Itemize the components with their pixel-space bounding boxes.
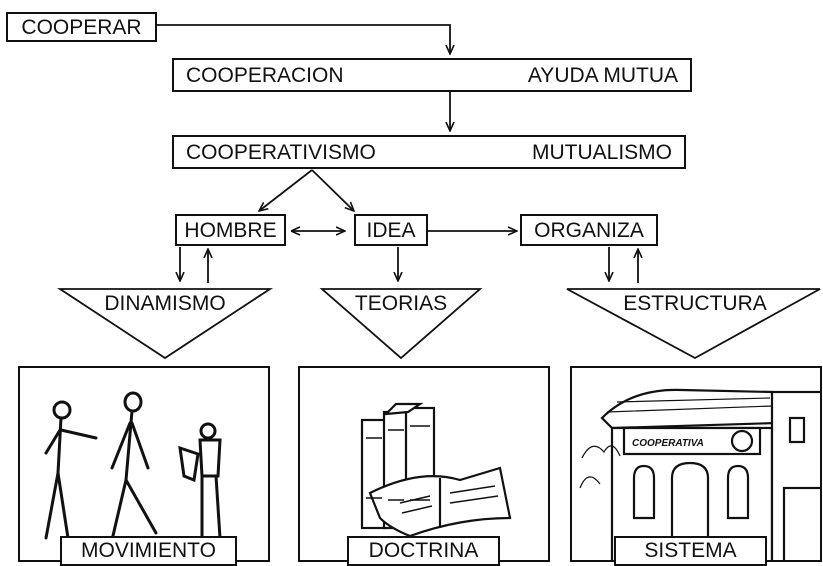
arrow-to-hombre <box>259 169 313 211</box>
node-idea-label: IDEA <box>366 218 416 242</box>
people-illustration <box>44 391 222 542</box>
caption-movimiento: MOVIMIENTO <box>60 536 237 566</box>
caption-sistema-label: SISTEMA <box>644 539 737 562</box>
building-sign-text: COOPERATIVA <box>632 438 704 449</box>
node-mutualismo-label: MUTUALISMO <box>531 140 672 164</box>
arrow-cooperar-to-cooperacion <box>157 24 450 54</box>
node-cooperacion-label: COOPERACION <box>186 63 344 87</box>
node-cooperativismo-label: COOPERATIVISMO <box>186 140 376 164</box>
node-dinamismo-label: DINAMISMO <box>104 292 226 315</box>
arrow-to-idea <box>311 169 354 211</box>
building-illustration: COOPERATIVA <box>579 388 820 560</box>
books-illustration <box>360 402 512 538</box>
node-teorias-label: TEORIAS <box>354 292 448 315</box>
triangle-dinamismo <box>56 288 274 360</box>
node-hombre-label: HOMBRE <box>184 218 277 242</box>
triangle-estructura <box>566 288 821 360</box>
node-estructura-label: ESTRUCTURA <box>623 292 767 315</box>
panel-sistema: COOPERATIVA <box>570 366 822 562</box>
node-idea: IDEA <box>354 214 428 246</box>
node-cooperar-label: COOPERAR <box>21 15 142 39</box>
node-ayuda-mutua-label: AYUDA MUTUA <box>527 63 678 87</box>
node-cooperacion-ayuda-box: COOPERACION AYUDA MUTUA <box>172 58 692 92</box>
caption-movimiento-label: MOVIMIENTO <box>81 539 216 562</box>
triangle-teorias <box>319 288 483 360</box>
node-cooperativismo-mutualismo-box: COOPERATIVISMO MUTUALISMO <box>172 135 686 169</box>
panel-doctrina <box>298 366 550 562</box>
panel-movimiento <box>18 366 270 562</box>
caption-doctrina: DOCTRINA <box>347 536 500 566</box>
node-organiza: ORGANIZA <box>520 214 658 246</box>
node-organiza-label: ORGANIZA <box>534 218 644 242</box>
caption-doctrina-label: DOCTRINA <box>368 539 479 562</box>
node-hombre: HOMBRE <box>175 214 286 246</box>
node-cooperar: COOPERAR <box>6 12 157 42</box>
caption-sistema: SISTEMA <box>614 536 767 566</box>
